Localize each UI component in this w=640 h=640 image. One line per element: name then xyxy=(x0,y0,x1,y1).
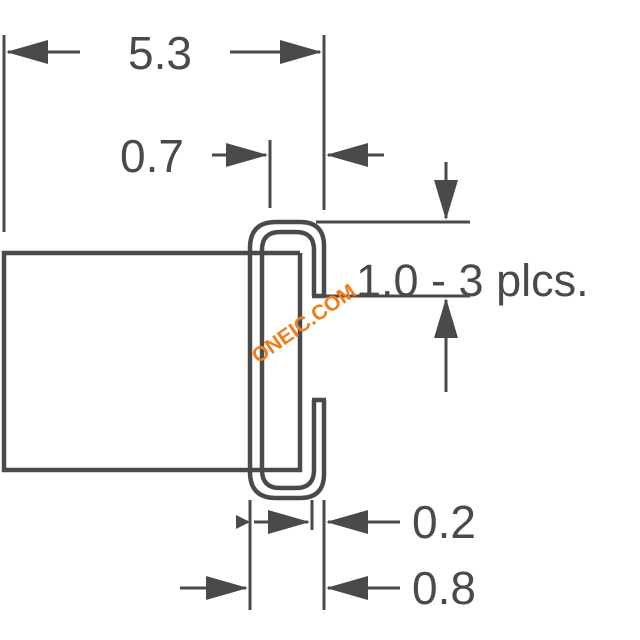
dimension-lead-thickness: 0.2 xyxy=(236,496,476,548)
overall-width-label: 5.3 xyxy=(128,27,192,79)
dimension-terminal-width: 0.7 xyxy=(120,130,384,182)
lead-thickness-label: 0.2 xyxy=(412,496,476,548)
lead-span-label: 0.8 xyxy=(412,562,476,614)
dimension-overall-width: 5.3 xyxy=(6,27,322,79)
terminal-width-label: 0.7 xyxy=(120,130,184,182)
dimension-terminal-length: 1.0 - 3 plcs. xyxy=(356,162,589,392)
terminal-length-label: 1.0 - 3 plcs. xyxy=(356,255,589,306)
extension-lines xyxy=(2,35,470,610)
dimension-lead-span: 0.8 xyxy=(180,562,476,614)
j-lead-clean xyxy=(1,219,327,501)
